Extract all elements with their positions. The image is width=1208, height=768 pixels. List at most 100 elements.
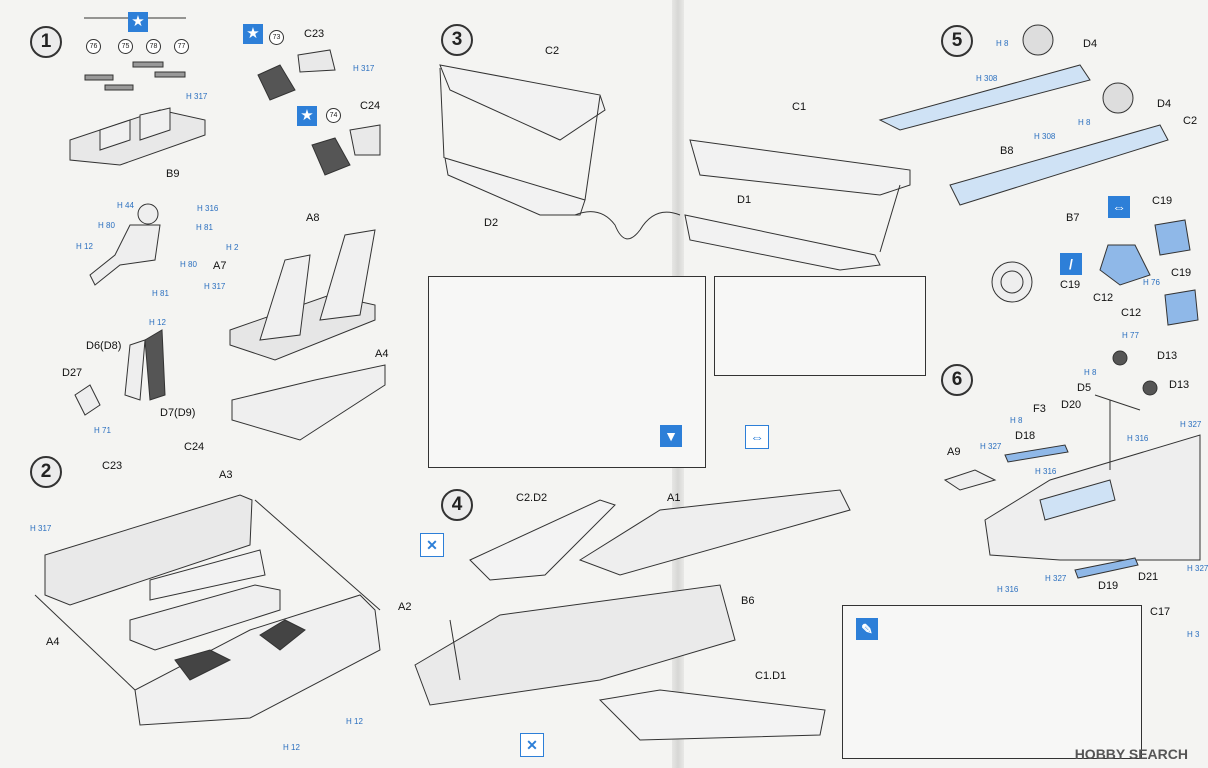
paint-code: H 8: [1010, 416, 1023, 425]
star-icon: ★: [243, 24, 263, 44]
paint-code: H 308: [976, 74, 998, 83]
part-label: D13: [1157, 350, 1178, 362]
part-label: D13: [1169, 379, 1190, 391]
step-2-number: 2: [30, 456, 62, 488]
part-label: C23: [304, 28, 325, 40]
watermark: HOBBY SEARCH: [1074, 746, 1188, 762]
paint-code: H 8: [996, 39, 1009, 48]
part-label: B7: [1066, 212, 1080, 224]
detail-box-step6: [842, 605, 1142, 759]
part-label: C17: [1150, 606, 1171, 618]
paint-code: H 77: [1122, 331, 1139, 340]
part-label: F3: [1033, 403, 1046, 415]
paint-code: H 308: [1034, 132, 1056, 141]
paint-code: H 327: [1045, 574, 1067, 583]
step-4-number: 4: [441, 489, 473, 521]
paint-code: H 8: [1084, 368, 1097, 377]
paint-code: H 327: [1180, 420, 1202, 429]
paint-code: H 12: [76, 242, 93, 251]
part-number-75: 75: [118, 39, 133, 54]
star-icon: ★: [297, 106, 317, 126]
part-label: C23: [102, 460, 123, 472]
part-label: C12: [1121, 307, 1142, 319]
paint-code: H 12: [283, 743, 300, 752]
paint-code: H 316: [997, 585, 1019, 594]
part-label: A4: [375, 348, 389, 360]
part-label: A9: [947, 446, 961, 458]
paint-code: H 317: [186, 92, 208, 101]
paint-code: H 80: [98, 221, 115, 230]
part-label: D19: [1098, 580, 1119, 592]
part-label: B6: [741, 595, 755, 607]
part-number-78: 78: [146, 39, 161, 54]
step-3-number: 3: [441, 24, 473, 56]
paint-code: H 44: [117, 201, 134, 210]
part-label: D2: [484, 217, 499, 229]
paint-code: H 316: [197, 204, 219, 213]
part-label: C2: [1183, 115, 1198, 127]
step-1-number: 1: [30, 26, 62, 58]
part-label: C1: [792, 101, 807, 113]
part-label: A2: [398, 601, 412, 613]
part-label: C2.D2: [516, 492, 548, 504]
paint-code: H 80: [180, 260, 197, 269]
paint-code: H 317: [204, 282, 226, 291]
paint-code: H 12: [149, 318, 166, 327]
no-glue-icon: ✕: [520, 733, 544, 757]
part-label: A1: [667, 492, 681, 504]
paint-brush-icon: ✎: [856, 618, 878, 640]
paint-code: H 76: [1143, 278, 1160, 287]
paint-code: H 316: [1127, 434, 1149, 443]
paint-code: H 317: [353, 64, 375, 73]
part-label: C19: [1060, 279, 1081, 291]
part-label: C2: [545, 45, 560, 57]
part-label: C24: [360, 100, 381, 112]
part-label: D20: [1061, 399, 1082, 411]
part-label: D1: [737, 194, 752, 206]
part-label: A4: [46, 636, 60, 648]
part-label: D4: [1083, 38, 1098, 50]
part-label: A8: [306, 212, 320, 224]
part-label: C24: [184, 441, 205, 453]
part-label: C1.D1: [755, 670, 787, 682]
detail-box-right: [714, 276, 926, 376]
paint-code: H 8: [1078, 118, 1091, 127]
paint-code: H 327: [1187, 564, 1208, 573]
part-label: D4: [1157, 98, 1172, 110]
part-label: B9: [166, 168, 180, 180]
glue-icon: ▼: [660, 425, 682, 447]
paint-code: H 3: [1187, 630, 1200, 639]
part-label: C19: [1171, 267, 1192, 279]
paint-code: H 71: [94, 426, 111, 435]
star-icon: ★: [128, 12, 148, 32]
part-label: D18: [1015, 430, 1036, 442]
paint-code: H 317: [30, 524, 52, 533]
step-5-number: 5: [941, 25, 973, 57]
detail-box-left: [428, 276, 706, 468]
paint-code: H 81: [196, 223, 213, 232]
paint-code: H 81: [152, 289, 169, 298]
paint-code: H 316: [1035, 467, 1057, 476]
part-label: C12: [1093, 292, 1114, 304]
part-number-74: 74: [326, 108, 341, 123]
paint-code: H 2: [226, 243, 239, 252]
part-label: D5: [1077, 382, 1092, 394]
part-number-76: 76: [86, 39, 101, 54]
part-label: B8: [1000, 145, 1014, 157]
part-label: A7: [213, 260, 227, 272]
part-label: D6(D8): [86, 340, 122, 352]
paint-code: H 12: [346, 717, 363, 726]
part-label: D21: [1138, 571, 1159, 583]
paint-code: H 327: [980, 442, 1002, 451]
part-label: C19: [1152, 195, 1173, 207]
part-number-77: 77: [174, 39, 189, 54]
step-6-number: 6: [941, 364, 973, 396]
alternate-view-icon: ⇔: [1108, 196, 1130, 218]
alternate-view-icon: ⇔: [745, 425, 769, 449]
paint-stripe-icon: /: [1060, 253, 1082, 275]
part-label: D7(D9): [160, 407, 196, 419]
part-label: A3: [219, 469, 233, 481]
part-number-73: 73: [269, 30, 284, 45]
part-label: D27: [62, 367, 83, 379]
